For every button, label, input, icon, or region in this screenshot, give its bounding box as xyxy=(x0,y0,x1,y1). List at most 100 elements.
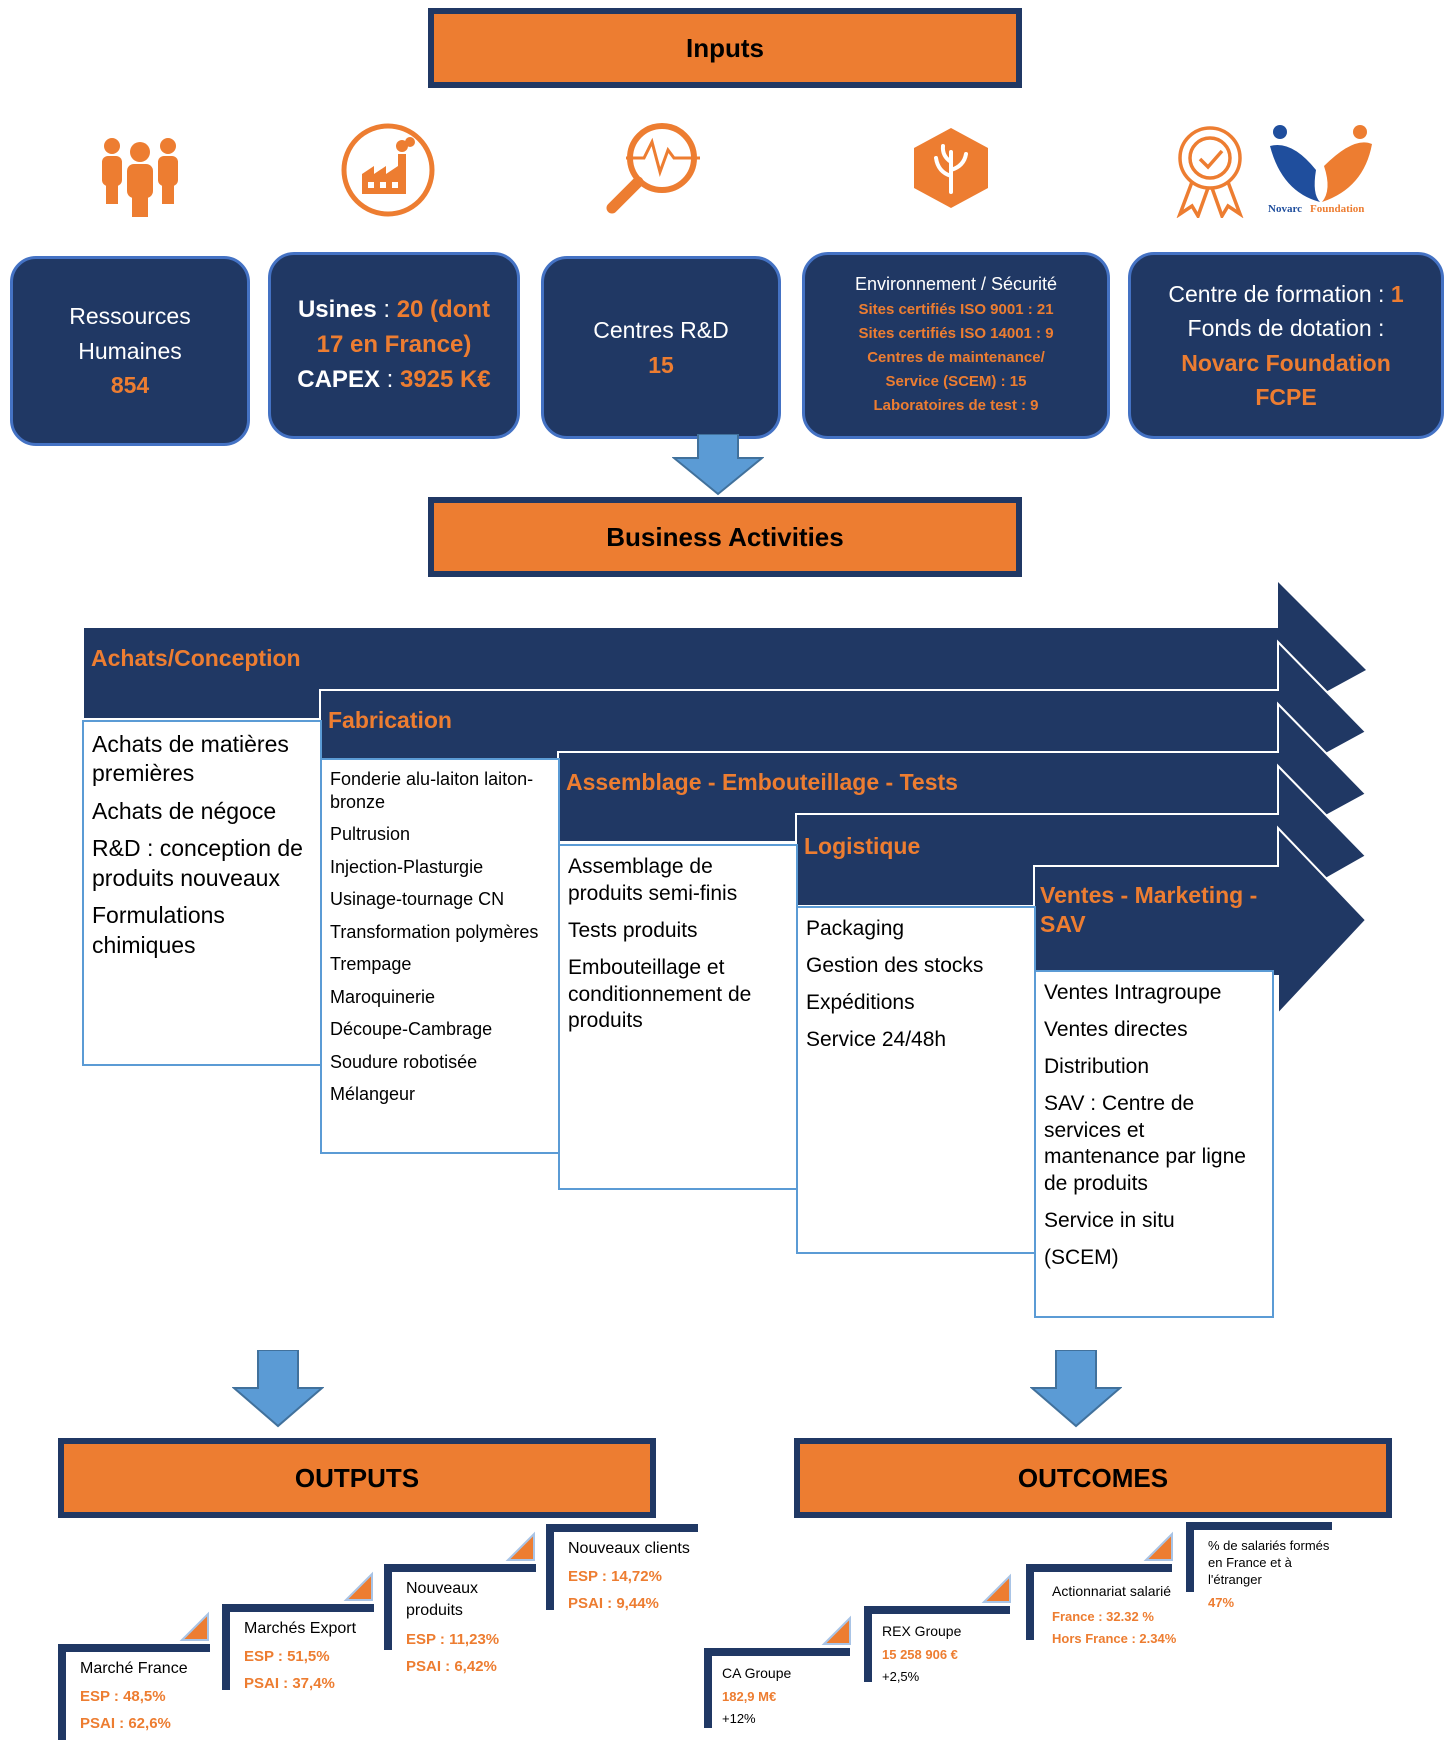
output-value-2: PSAI : 9,44% xyxy=(568,1595,659,1613)
people-icon xyxy=(102,138,178,217)
output-value-2: PSAI : 6,42% xyxy=(406,1657,497,1675)
svg-text:Novarc: Novarc xyxy=(1268,203,1302,214)
stage-3-item: Assemblage de produits semi-finis xyxy=(568,855,738,905)
stage-title-2: Fabrication xyxy=(328,707,452,733)
outcome-label: % de salariés formés en France et à l'ét… xyxy=(1208,1538,1330,1587)
stage-arrows xyxy=(84,582,1368,1017)
outcome-stairs xyxy=(704,1522,1332,1728)
outcome-label: REX Groupe xyxy=(882,1623,962,1639)
env-line-1: Sites certifiés ISO 9001 : 21 xyxy=(858,301,1054,319)
output-step-2: Marchés Export ESP : 51,5% PSAI : 37,4% xyxy=(244,1618,384,1694)
stage-1-item: Achats de matières premières xyxy=(92,731,289,787)
training-line-4: FCPE xyxy=(1255,384,1317,410)
stage-arrow-1 xyxy=(84,582,1366,718)
training-line-3: Novarc Foundation xyxy=(1181,349,1391,376)
plants-box: Usines : 20 (dont 17 en France) CAPEX : … xyxy=(268,252,520,439)
output-step-1: Marché France ESP : 48,5% PSAI : 62,6% xyxy=(80,1658,220,1734)
outcomes-header-label: OUTCOMES xyxy=(800,1444,1386,1512)
outcome-value-1: 15 258 906 € xyxy=(882,1646,958,1662)
stage-box-1: Achats de matières premières Achats de n… xyxy=(82,720,322,1066)
stage-4-item: Gestion des stocks xyxy=(806,953,984,977)
output-label: Marché France xyxy=(80,1660,188,1677)
svg-text:Foundation: Foundation xyxy=(1310,203,1364,214)
stage-title-5: Ventes - Marketing - SAV xyxy=(1040,882,1258,937)
output-value-1: ESP : 51,5% xyxy=(244,1648,330,1666)
business-header-label: Business Activities xyxy=(434,503,1016,571)
rd-value: 15 xyxy=(648,351,674,378)
stage-5-item: Distribution xyxy=(1044,1054,1150,1078)
award-ribbon-icon xyxy=(1176,126,1244,218)
stage-title-3: Assemblage - Embouteillage - Tests xyxy=(566,769,958,795)
novarc-foundation-logo: Novarc Foundation xyxy=(1268,125,1372,214)
rd-box: Centres R&D 15 xyxy=(541,256,781,439)
stage-1-item: Formulations chimiques xyxy=(92,902,225,958)
stage-1-item: R&D : conception de produits nouveaux xyxy=(92,835,303,891)
output-value-1: ESP : 14,72% xyxy=(568,1568,662,1586)
outcome-label: CA Groupe xyxy=(722,1665,792,1681)
hr-label-1: Ressources xyxy=(69,303,191,330)
stage-2-item: Trempage xyxy=(330,954,412,974)
training-box: Centre de formation : 1 Fonds de dotatio… xyxy=(1128,252,1444,439)
outcome-value-2: +2,5% xyxy=(882,1668,920,1684)
stage-box-3: Assemblage de produits semi-finis Tests … xyxy=(558,844,798,1190)
output-value-2: PSAI : 62,6% xyxy=(80,1715,171,1733)
env-line-3: Centres de maintenance/ xyxy=(867,349,1045,367)
output-label: Nouveaux produits xyxy=(406,1580,479,1620)
stage-5-item: Ventes directes xyxy=(1044,1017,1188,1041)
stage-title-1: Achats/Conception xyxy=(91,645,301,671)
training-line-2: Fonds de dotation : xyxy=(1187,315,1385,341)
outcome-value-1: 182,9 M€ xyxy=(722,1688,777,1704)
env-line-5: Laboratoires de test : 9 xyxy=(873,397,1039,415)
stage-2-item: Injection-Plasturgie xyxy=(330,856,484,877)
output-stairs xyxy=(58,1524,698,1740)
inputs-header: Inputs xyxy=(428,8,1022,88)
output-label: Nouveaux clients xyxy=(568,1540,690,1557)
training-line-1: Centre de formation : 1 xyxy=(1168,280,1404,307)
output-value-2: PSAI : 37,4% xyxy=(244,1675,335,1693)
output-label: Marchés Export xyxy=(244,1620,357,1637)
env-line-2: Sites certifiés ISO 14001 : 9 xyxy=(858,325,1054,343)
capex-line: CAPEX : 3925 K€ xyxy=(297,365,491,393)
outcome-step-2: REX Groupe 15 258 906 € +2,5% xyxy=(882,1622,1022,1686)
stage-box-5: Ventes Intragroupe Ventes directes Distr… xyxy=(1034,970,1274,1318)
down-arrow-outcomes xyxy=(1030,1350,1122,1428)
stage-2-item: Maroquinerie xyxy=(330,986,436,1007)
outcome-step-3: Actionnariat salarié France : 32.32 % Ho… xyxy=(1052,1582,1202,1648)
factory-icon xyxy=(341,123,435,217)
stage-5-item: Service in situ xyxy=(1044,1209,1175,1233)
stage-2-item: Découpe-Cambrage xyxy=(330,1019,493,1039)
outcome-value-2: +12% xyxy=(722,1710,756,1726)
stage-4-item: Expéditions xyxy=(806,990,915,1014)
stage-title-4: Logistique xyxy=(804,833,921,859)
stage-2-item: Usinage-tournage CN xyxy=(330,889,505,909)
outcomes-header: OUTCOMES xyxy=(794,1438,1392,1518)
env-title: Environnement / Sécurité xyxy=(854,273,1058,294)
stage-2-item: Soudure robotisée xyxy=(330,1051,478,1072)
outcome-label: Actionnariat salarié xyxy=(1052,1583,1172,1599)
stage-2-item: Fonderie alu-laiton laiton-bronze xyxy=(330,769,534,812)
stage-3-item: Embouteillage et conditionnement de prod… xyxy=(568,955,752,1033)
down-arrow-outputs xyxy=(232,1350,324,1428)
outputs-header-label: OUTPUTS xyxy=(64,1444,650,1512)
stage-1-item: Achats de négoce xyxy=(92,797,277,824)
inputs-header-label: Inputs xyxy=(434,14,1016,82)
magnifier-pulse-icon xyxy=(606,123,700,214)
outcome-value-2: Hors France : 2.34% xyxy=(1052,1630,1177,1646)
stage-2-item: Pultrusion xyxy=(330,824,411,844)
stage-2-item: Mélangeur xyxy=(330,1084,416,1104)
hr-label-2: Humaines xyxy=(78,337,182,364)
stage-3-item: Tests produits xyxy=(568,918,698,942)
output-value-1: ESP : 48,5% xyxy=(80,1688,166,1706)
outcome-step-1: CA Groupe 182,9 M€ +12% xyxy=(722,1664,852,1728)
output-step-3: Nouveaux produits ESP : 11,23% PSAI : 6,… xyxy=(406,1578,538,1677)
plants-line-2: 17 en France) xyxy=(316,331,472,359)
hr-value: 854 xyxy=(110,372,150,399)
plant-hexagon-icon xyxy=(914,128,988,208)
output-value-1: ESP : 11,23% xyxy=(406,1630,500,1648)
stage-4-item: Packaging xyxy=(806,917,905,940)
outputs-header: OUTPUTS xyxy=(58,1438,656,1518)
outcome-value-1: France : 32.32 % xyxy=(1052,1608,1154,1624)
stage-box-2: Fonderie alu-laiton laiton-bronze Pultru… xyxy=(320,758,560,1154)
stage-5-item: Ventes Intragroupe xyxy=(1044,981,1222,1004)
env-line-4: Service (SCEM) : 15 xyxy=(885,373,1027,391)
